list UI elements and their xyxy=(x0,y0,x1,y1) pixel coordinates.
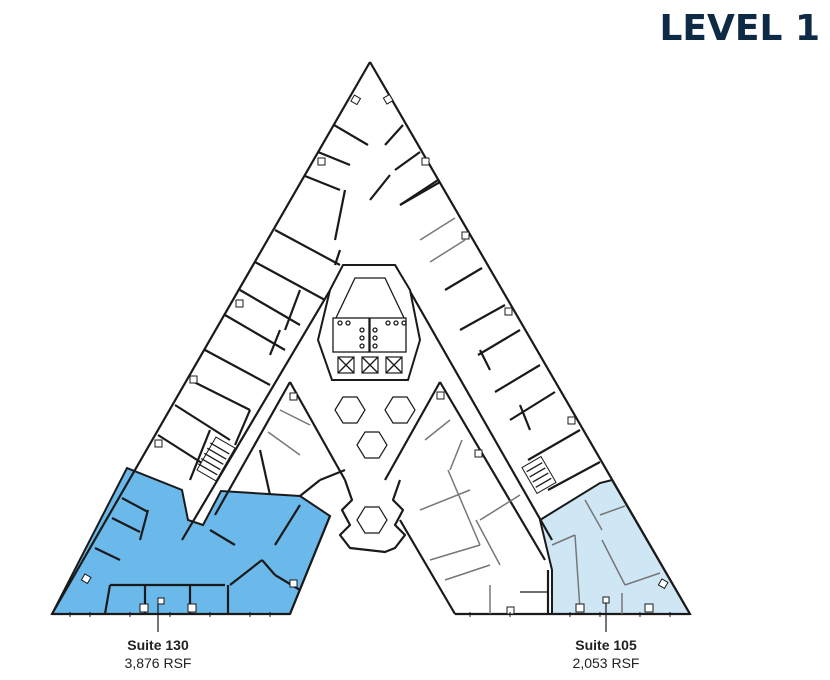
suite-105-area-text: 2,053 RSF xyxy=(572,655,640,671)
restroom-left xyxy=(332,317,370,353)
elevator-2 xyxy=(361,356,379,374)
central-core[interactable] xyxy=(316,264,422,381)
suite-105-area[interactable] xyxy=(538,478,692,615)
atrium-hexagon-4 xyxy=(356,506,388,534)
right-wing-offices xyxy=(399,181,601,495)
left-wing-offices xyxy=(154,261,326,482)
suite-105-label[interactable]: Suite 105 2,053 RSF xyxy=(536,636,676,672)
right-lower-wing xyxy=(419,391,550,615)
suite-105-walls xyxy=(551,499,669,614)
suite-105-name: Suite 105 xyxy=(575,637,637,653)
elevator-1 xyxy=(337,356,355,374)
facade-ticks xyxy=(69,612,671,617)
atrium-hexagon-1 xyxy=(334,396,366,424)
atrium-hexagon-2 xyxy=(384,396,416,424)
stair-left xyxy=(196,436,236,482)
suite-130-area-text: 3,876 RSF xyxy=(124,655,192,671)
atrium-hexagon-3 xyxy=(356,431,388,459)
building-shell xyxy=(51,61,691,616)
level-title: LEVEL 1 xyxy=(659,8,820,49)
apex-rooms xyxy=(274,93,439,266)
restroom-right xyxy=(369,317,407,353)
suite-130-walls xyxy=(80,497,301,615)
elevator-3 xyxy=(385,356,403,374)
atrium xyxy=(334,396,416,554)
left-lower-wing xyxy=(258,392,346,497)
suite-130-label[interactable]: Suite 130 3,876 RSF xyxy=(88,636,228,672)
suite-130-name: Suite 130 xyxy=(127,637,189,653)
stair-right xyxy=(521,455,557,495)
